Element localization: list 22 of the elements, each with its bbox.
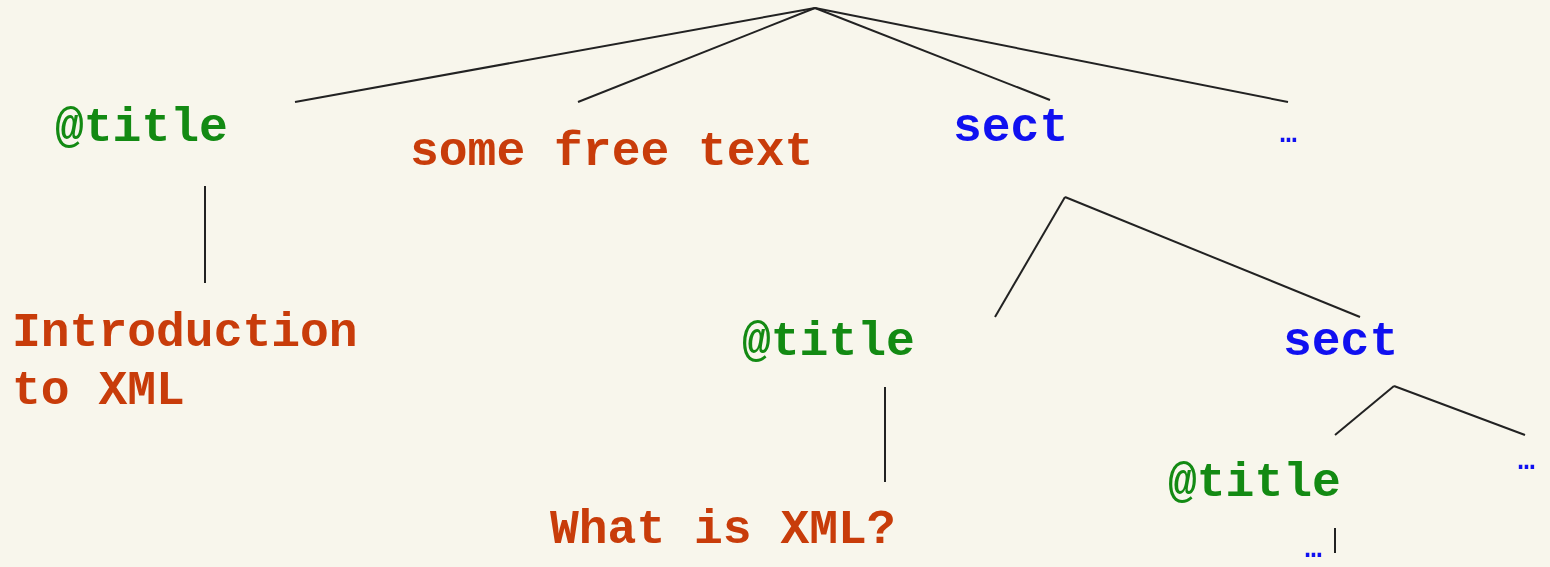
tree-line <box>1064 196 1361 318</box>
attribute-label: @title <box>1168 455 1341 513</box>
tree-line <box>1334 527 1336 554</box>
tree-line <box>814 7 1289 103</box>
ellipsis-label: … <box>1280 118 1297 152</box>
tree-line <box>994 196 1066 318</box>
text-node-label: What is XML? <box>550 502 896 560</box>
tree-line <box>577 7 816 103</box>
element-label: sect <box>953 100 1069 158</box>
tree-line <box>294 7 816 103</box>
tree-line <box>814 7 1051 101</box>
tree-line <box>204 185 206 284</box>
element-label: sect <box>1283 314 1399 372</box>
tree-line <box>1393 385 1526 436</box>
attribute-label: @title <box>55 100 228 158</box>
text-node-label: Introduction to XML <box>12 305 412 421</box>
text-node-label: some free text <box>410 124 814 182</box>
ellipsis-label: … <box>1518 445 1535 479</box>
tree-line <box>884 386 886 483</box>
tree-line <box>1334 385 1395 436</box>
ellipsis-label: … <box>1305 533 1322 567</box>
attribute-label: @title <box>742 314 915 372</box>
